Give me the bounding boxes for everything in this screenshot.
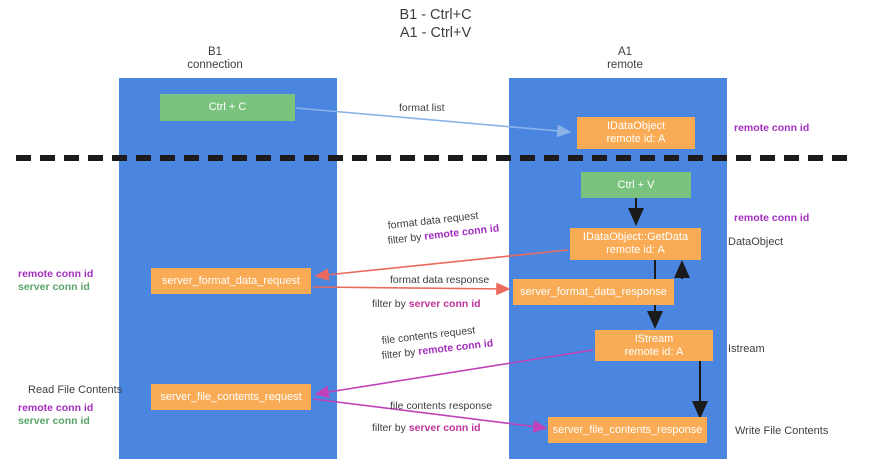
filter-key-server-conn-id: server conn id — [408, 422, 481, 434]
edge-label-format-data-response: format data response — [390, 274, 490, 286]
annotation-remote-conn-id-top: remote conn id — [734, 122, 810, 134]
edge-label-file-contents-response: file contents response — [390, 400, 493, 412]
phase-divider — [16, 155, 855, 161]
edge-file-contents-request — [314, 349, 594, 399]
annotation-remote-conn-id: remote conn id — [18, 402, 94, 414]
node-idataobject[interactable]: IDataObject remote id: A — [577, 117, 695, 149]
node-server-format-data-response[interactable]: server_format_data_response — [513, 279, 674, 305]
annotation-left-conn-ids-top: remote conn id server conn id — [18, 268, 93, 294]
column-header-a1: A1 remote — [607, 46, 643, 71]
annotation-remote-conn-id: remote conn id — [18, 268, 94, 280]
node-ctrl-c[interactable]: Ctrl + C — [160, 94, 295, 121]
filter-prefix: filter by — [372, 422, 409, 434]
annotation-remote-conn-id-mid: remote conn id — [734, 212, 810, 224]
node-idataobject-getdata[interactable]: IDataObject::GetData remote id: A — [570, 228, 701, 260]
edge-label-format-data-response-filter: filter by server conn id — [372, 297, 481, 311]
annotation-left-conn-ids-bottom: remote conn id server conn id — [18, 402, 93, 428]
column-header-b1: B1 connection — [187, 46, 243, 71]
node-server-file-contents-request[interactable]: server_file_contents_request — [151, 384, 311, 410]
annotation-server-conn-id: server conn id — [18, 281, 90, 293]
diagram-title: B1 - Ctrl+C A1 - Ctrl+V — [399, 7, 472, 41]
edge-file-contents-response — [312, 398, 548, 433]
annotation-istream: Istream — [728, 343, 765, 355]
edge-label-file-contents-response-filter: filter by server conn id — [372, 421, 481, 435]
node-server-file-contents-response[interactable]: server_file_contents_response — [548, 417, 707, 443]
edge-format-data-response — [312, 282, 511, 296]
edge-label-format-list: format list — [399, 102, 445, 114]
node-server-format-data-request[interactable]: server_format_data_request — [151, 268, 311, 294]
edge-format-list — [295, 107, 572, 138]
filter-prefix: filter by — [372, 298, 409, 310]
annotation-dataobject: DataObject — [728, 236, 784, 248]
node-istream[interactable]: IStream remote id: A — [595, 330, 713, 361]
edge-format-data-request — [314, 249, 569, 282]
annotation-read-file-contents: Read File Contents — [28, 384, 123, 396]
node-ctrl-v[interactable]: Ctrl + V — [581, 172, 691, 198]
filter-key-server-conn-id: server conn id — [408, 298, 481, 310]
annotation-write-file-contents: Write File Contents — [735, 425, 829, 437]
annotation-server-conn-id: server conn id — [18, 415, 90, 427]
